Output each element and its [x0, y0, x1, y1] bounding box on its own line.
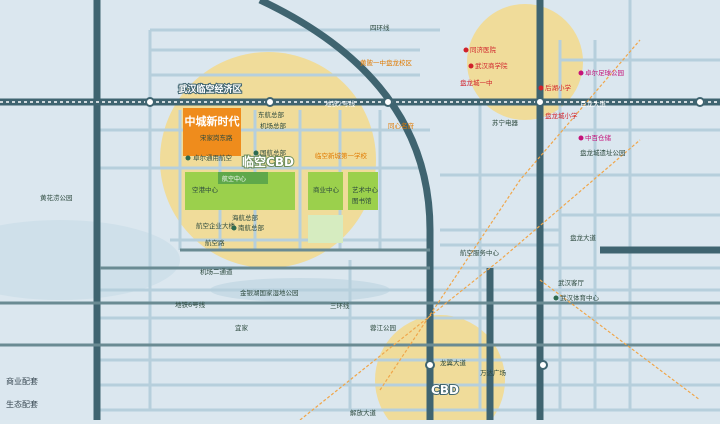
station-marker[interactable]	[145, 97, 155, 107]
cbd-label: 临空CBD	[242, 154, 294, 169]
poi-label: 机场总部	[260, 121, 287, 130]
station-marker[interactable]	[383, 97, 393, 107]
poi-label: 航空服务中心	[460, 248, 500, 257]
road-label: 航空路	[205, 238, 225, 247]
road-label: 宋家岗东路	[200, 133, 233, 142]
poi-label: 卓尔足球公园	[585, 68, 624, 77]
road-label: 解放大道	[350, 408, 377, 417]
green-header	[218, 172, 268, 184]
poi-dots	[185, 47, 584, 301]
poi-label: 宜家	[235, 323, 249, 332]
poi-label: 同济医院	[470, 45, 497, 54]
poi-label: 艺术中心	[352, 185, 379, 194]
road-label: 巨龙大道	[580, 99, 607, 108]
poi-label: 国航总部	[260, 148, 287, 157]
green-block	[308, 172, 343, 210]
poi-label: 空港中心	[192, 185, 219, 194]
poi-label: 万达广场	[480, 368, 507, 377]
station-marker[interactable]	[425, 360, 435, 370]
poi-label: 东航总部	[258, 110, 285, 119]
poi-label: 盘龙城小学	[545, 111, 578, 120]
station-marker[interactable]	[535, 97, 545, 107]
poi-label: 后湖小学	[545, 83, 572, 92]
project-block	[183, 108, 241, 156]
road-label: 地铁2号线	[325, 99, 356, 108]
poi-label: 盘龙城一中	[460, 78, 493, 87]
poi-label: 武汉客厅	[558, 278, 585, 287]
poi-label: 武汉体育中心	[560, 293, 600, 302]
poi-label: 同心名府	[388, 121, 415, 130]
road-label: 地铁6号线	[175, 300, 206, 309]
road-label: 三环线	[330, 301, 350, 310]
airport-zone-label: 武汉临空经济区	[178, 83, 241, 95]
metro-stations[interactable]	[145, 97, 705, 370]
poi-label: 卓尔通用航空	[193, 153, 233, 162]
project-label: 中城新时代	[185, 114, 240, 128]
legend: 商业配套 生态配套	[6, 376, 38, 409]
poi-label: 南航总部	[238, 223, 265, 232]
green-block	[348, 172, 378, 210]
secondary-roads	[0, 248, 720, 347]
poi-label: 临空新城第一学校	[315, 151, 368, 160]
poi-layer: 同济医院 武汉商学院 后湖小学 盘龙城小学 中百仓储 卓尔足球公园 盘龙城一中 …	[40, 45, 626, 377]
zone-circle-south	[375, 315, 505, 424]
park-label: 金银湖国家湿地公园	[240, 288, 299, 297]
road-label: 四环线	[370, 23, 390, 32]
metro-lines	[0, 39, 720, 421]
poi-label: 航空中心	[222, 175, 246, 183]
poi-label: 商业中心	[313, 185, 340, 194]
poi-label: 蓉江公园	[370, 323, 396, 332]
poi-label: 黄陂一中盘龙校区	[360, 58, 413, 67]
road-label: 机场二通道	[200, 267, 233, 276]
station-marker[interactable]	[265, 97, 275, 107]
station-marker[interactable]	[538, 360, 548, 370]
station-marker[interactable]	[695, 97, 705, 107]
poi-label: 中百仓储	[585, 133, 612, 142]
road-label: 龙翼大道	[440, 358, 467, 367]
road-label: 盘龙大道	[570, 233, 597, 242]
poi-label: 海航总部	[232, 213, 259, 222]
zone-circle-panlong	[467, 4, 583, 120]
poi-label: 苏宁电器	[492, 118, 519, 127]
zone-circle-cbd	[160, 52, 376, 268]
poi-label: 黄花涝公园	[40, 193, 73, 202]
lake-area	[0, 220, 180, 300]
poi-label: 武汉商学院	[475, 61, 508, 70]
poi-label: 图书馆	[352, 196, 372, 205]
legend-commercial: 商业配套	[6, 376, 38, 386]
cbd-south-label: CBD	[431, 383, 459, 397]
poi-label: 盘龙城遗址公园	[580, 148, 626, 157]
legend-ecology: 生态配套	[6, 399, 38, 409]
green-pale-block	[308, 215, 343, 243]
poi-label: 航空企业大楼	[196, 221, 236, 230]
